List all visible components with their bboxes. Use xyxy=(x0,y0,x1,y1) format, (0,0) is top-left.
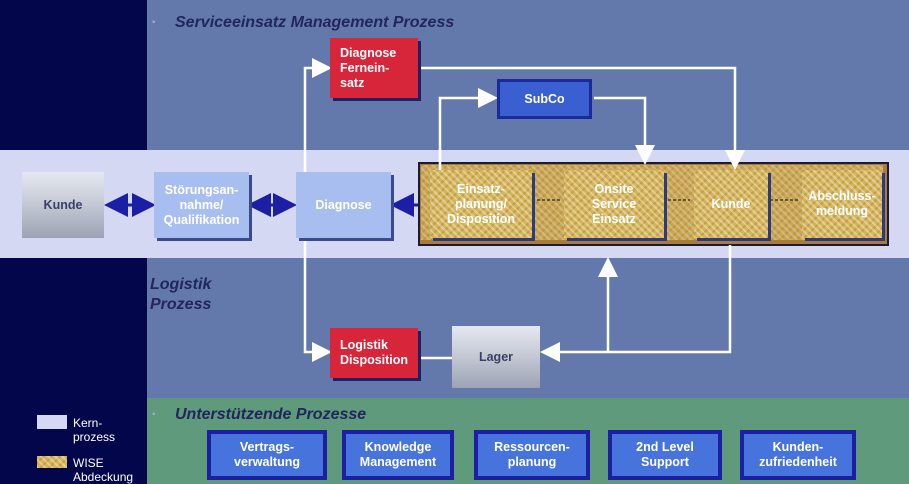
box-diagnose: Diagnose xyxy=(296,172,391,238)
bullet-icon: ▪ xyxy=(152,409,156,420)
box-diagnose-ferneinsatz: Diagnose Fernein- satz xyxy=(330,38,418,98)
arrow-einsatz-subco xyxy=(438,88,498,170)
section-title-logistics: Logistik Prozess xyxy=(150,276,212,313)
arrow-ferneinsatz-kunde xyxy=(420,66,745,170)
box-lager: Lager xyxy=(452,326,540,388)
legend-label-kernprozess: Kern- prozess xyxy=(73,416,116,444)
box-onsite-service: Onsite Service Einsatz xyxy=(564,170,664,238)
support-box-ressourcenplanung: Ressourcen- planung xyxy=(474,430,590,480)
arrow-subco-onsite xyxy=(594,96,655,165)
arrow-diagnose-ferneinsatz xyxy=(303,58,332,173)
support-box-knowledge-management: Knowledge Management xyxy=(342,430,454,480)
legend-label-wise: WISE Abdeckung xyxy=(73,456,134,484)
support-box-kundenzufriedenheit: Kunden- zufriedenheit xyxy=(740,430,856,480)
support-box-vertragsverwaltung: Vertrags- verwaltung xyxy=(207,430,327,480)
box-stoerungsannahme: Störungsan- nahme/ Qualifikation xyxy=(154,172,249,238)
bullet-icon: ▪ xyxy=(152,17,156,28)
support-box-2nd-level-support: 2nd Level Support xyxy=(608,430,722,480)
section-title-service: Serviceeinsatz Management Prozess xyxy=(175,14,455,31)
legend-swatch-wise xyxy=(37,456,67,468)
box-subco: SubCo xyxy=(497,79,592,119)
arrow-diagnose-logistik xyxy=(303,238,332,362)
box-logistik-disposition: Logistik Disposition xyxy=(330,328,418,378)
legend-swatch-kernprozess xyxy=(37,415,67,429)
service-band xyxy=(147,0,909,150)
arrow-kunde-lager xyxy=(540,245,732,362)
box-kunde-right: Kunde xyxy=(694,170,768,238)
box-kunde-left: Kunde xyxy=(22,172,104,238)
box-abschlussmeldung: Abschluss- meldung xyxy=(802,170,882,238)
section-title-support: Unterstützende Prozesse xyxy=(175,406,367,423)
box-einsatzplanung: Einsatz- planung/ Disposition xyxy=(430,170,532,238)
